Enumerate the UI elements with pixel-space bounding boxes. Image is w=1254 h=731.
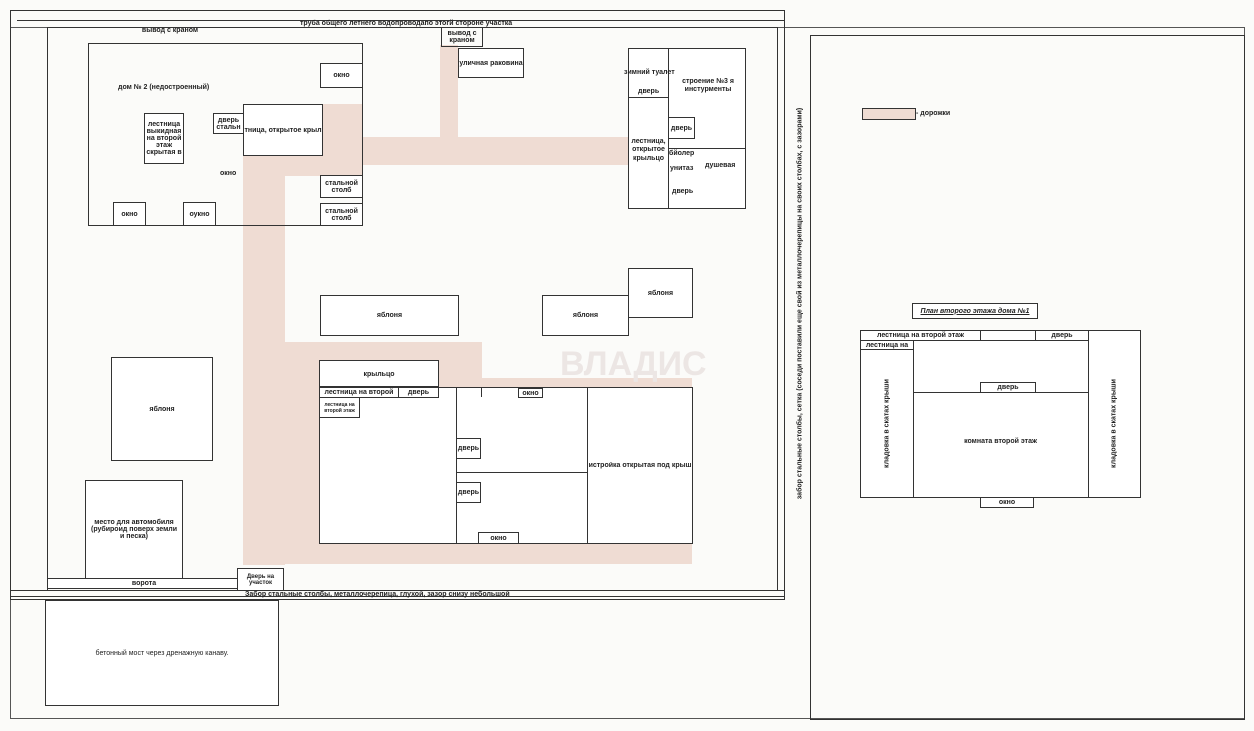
plan2-door-mid: дверь (980, 382, 1036, 393)
watermark: ВЛАДИС (560, 345, 707, 383)
legend-swatch (862, 108, 916, 120)
building3-label: строение №3 я инстурменты (682, 78, 734, 94)
sink: уличная раковина (458, 48, 524, 78)
door-1: дверь (456, 438, 481, 459)
house2-porch: тница, открытое крыл (243, 104, 323, 156)
fence-bottom (10, 590, 785, 600)
pipe-label: труба общего летнего водопроводапо этогй… (300, 20, 513, 27)
house2-window-b2: оукно (183, 202, 216, 226)
window-top: окно (518, 388, 543, 398)
house2-window-b1: окно (113, 202, 146, 226)
plan2-stairs-left: лестница на (860, 340, 914, 350)
left-plot-frame (10, 10, 785, 597)
steel-post-2: стальной столб (320, 203, 363, 226)
shower-door: дверь (672, 188, 694, 195)
house2-label: дом № 2 (недостроенный) (118, 84, 210, 91)
apple-tree-1: яблоня (320, 295, 459, 336)
right-area (810, 35, 1245, 720)
path-vertical (243, 170, 285, 565)
main-house (319, 387, 693, 544)
steel-post-1: стальной столб (320, 175, 363, 198)
fence-bottom-label: Забор стальные столбы, металлочерепица, … (245, 591, 510, 598)
house2 (88, 43, 363, 226)
path-sink (440, 45, 458, 140)
plan2-door-top: дверь (1035, 330, 1089, 341)
boiler-label: бйолер (669, 150, 695, 157)
plan2-storage-right-label: кладовка в скатах крыши (1110, 379, 1118, 468)
building3-door: дверь (668, 117, 695, 139)
apple-tree-3: яблоня (628, 268, 693, 318)
wc-label: унитаз (670, 165, 694, 172)
window-bottom: окно (478, 532, 519, 544)
building3-stairs: лестница, открытое крыльцо (631, 138, 666, 162)
plan2-room: комната второй этаж (964, 438, 1037, 445)
toilet-door: дверь (638, 88, 660, 95)
main-door: дверь (398, 386, 439, 398)
house2-window-top: окно (320, 63, 363, 88)
shower-label: душевая (705, 162, 736, 169)
plan2-window: окно (980, 497, 1034, 508)
porch: крыльцо (319, 360, 439, 388)
plan2-storage-left-label: кладовка в скатах крыши (883, 379, 891, 468)
annex-label: истройка открытая под крыш (588, 462, 692, 469)
tap-right: вывод с краном (441, 27, 483, 47)
plot-door: Дверь на участок (237, 568, 284, 591)
door-2: дверь (456, 482, 481, 503)
apple-tree-4: яблоня (111, 357, 213, 461)
gate: ворота (47, 578, 241, 589)
house2-window-mid: окно (220, 170, 237, 177)
tap-left: вывод с краном (141, 27, 199, 34)
house2-ladder: лестница выкидная на второй этаж скрытая… (144, 113, 184, 164)
building3 (628, 48, 746, 209)
plan2-title: План второго этажа дома №1 (912, 303, 1038, 319)
stairs-small: лестница на второй этаж (319, 397, 360, 418)
car-place: место для автомобиля (рубироид поверх зе… (85, 480, 183, 579)
toilet-label: зимний туалет (624, 69, 675, 76)
path-top (362, 137, 630, 165)
fence-right-label: забор стальные столбы, сетка (соседи пос… (796, 107, 804, 500)
legend-label: - дорожки (916, 110, 951, 117)
apple-tree-2: яблоня (542, 295, 629, 336)
house2-door: дверь стальн (213, 113, 244, 134)
bridge: бетонный мост через дренажную канаву. (45, 600, 279, 706)
plan2-storage-right (1088, 330, 1141, 498)
